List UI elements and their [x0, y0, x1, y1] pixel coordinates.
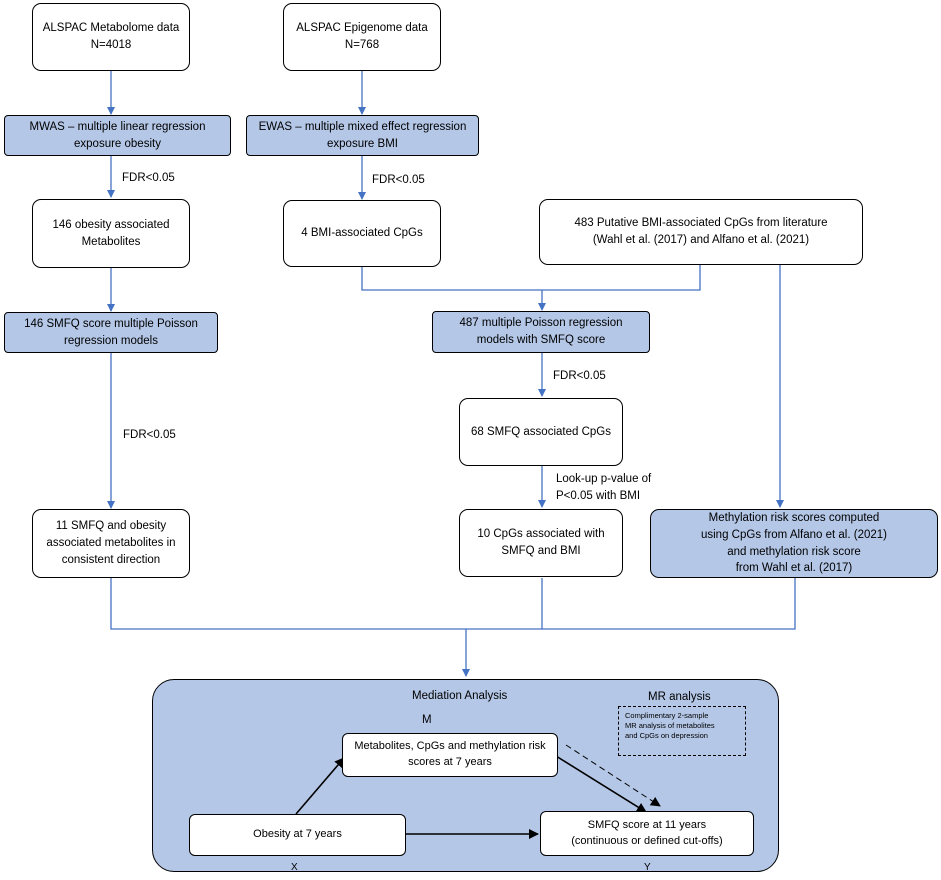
- arrow-mediator-to-outcome: [555, 755, 647, 813]
- box-line: 146 obesity associated: [52, 218, 170, 231]
- box-line: ALSPAC Epigenome data: [296, 22, 428, 35]
- label-fdr-ewas: FDR<0.05: [372, 174, 425, 186]
- box-poisson-487: 487 multiple Poisson regression models w…: [432, 311, 650, 353]
- box-line: 68 SMFQ associated CpGs: [471, 425, 611, 438]
- label-line: P<0.05 with BMI: [556, 490, 641, 503]
- label-line: Look-up p-value of: [556, 473, 652, 485]
- box-line: (Wahl et al. (2017) and Alfano et al. (2…: [592, 234, 810, 246]
- box-line: 10 CpGs associated with: [477, 528, 605, 541]
- box-line: SMFQ score at 11 years: [587, 818, 707, 831]
- box-line: 146 SMFQ score multiple Poisson: [24, 317, 198, 330]
- mr-analysis-title: MR analysis: [648, 691, 711, 703]
- box-line: N=4018: [90, 39, 132, 51]
- box-line: using CpGs from Alfano et al. (2021): [700, 528, 887, 541]
- box-line: and methylation risk score: [727, 545, 861, 558]
- box-line: scores at 7 years: [408, 756, 492, 768]
- box-cpgs-10: 10 CpGs associated with SMFQ and BMI: [459, 509, 623, 577]
- box-methylation-risk-scores: Methylation risk scores computed using C…: [650, 509, 938, 578]
- box-line: Obesity at 7 years: [253, 828, 342, 841]
- box-line: (continuous or defined cut-offs): [571, 834, 723, 847]
- mediation-title: Mediation Analysis: [412, 690, 508, 702]
- box-alspac-metabolome: ALSPAC Metabolome data N=4018: [32, 3, 190, 71]
- box-line: EWAS – multiple mixed effect regression: [258, 120, 467, 133]
- label-fdr-mwas: FDR<0.05: [122, 172, 175, 184]
- box-line: exposure obesity: [74, 137, 161, 150]
- box-smfq-68: 68 SMFQ associated CpGs: [459, 398, 623, 466]
- mr-line: Complimentary 2-sample: [625, 711, 709, 720]
- box-mediator: Metabolites, CpGs and methylation risk s…: [342, 733, 558, 777]
- mr-analysis-box: Complimentary 2-sample MR analysis of me…: [618, 706, 746, 756]
- box-alspac-epigenome: ALSPAC Epigenome data N=768: [283, 3, 441, 71]
- box-line: Methylation risk scores computed: [708, 512, 880, 525]
- box-line: N=768: [344, 39, 380, 51]
- box-metabolites-11: 11 SMFQ and obesity associated metabolit…: [32, 509, 190, 578]
- box-line: Metabolites, CpGs and methylation risk: [354, 740, 546, 753]
- box-poisson-146: 146 SMFQ score multiple Poisson regressi…: [4, 312, 218, 353]
- arrow-mr-dashed: [565, 744, 661, 807]
- box-line: exposure BMI: [327, 137, 398, 150]
- exposure-letter: X: [291, 862, 298, 873]
- merge-bottom: [110, 578, 796, 630]
- arrow-exposure-to-mediator: [295, 757, 345, 815]
- box-obesity-metabolites: 146 obesity associated Metabolites: [32, 199, 190, 268]
- box-line: 487 multiple Poisson regression: [459, 317, 623, 330]
- box-line: 4 BMI-associated CpGs: [301, 227, 423, 240]
- mr-line: and CpGs on depression: [625, 731, 708, 741]
- outcome-letter: Y: [644, 862, 651, 873]
- mediator-letter: M: [422, 714, 432, 726]
- box-ewas: EWAS – multiple mixed effect regression …: [246, 115, 479, 156]
- box-putative-cpgs: 483 Putative BMI-associated CpGs from li…: [539, 199, 863, 265]
- box-bmi-cpgs: 4 BMI-associated CpGs: [283, 200, 441, 267]
- box-outcome: SMFQ score at 11 years (continuous or de…: [540, 811, 754, 856]
- box-line: 11 SMFQ and obesity: [55, 520, 167, 533]
- label-lookup: Look-up p-value of P<0.05 with BMI: [556, 471, 651, 506]
- box-line: Metabolites: [81, 235, 141, 248]
- mr-line: MR analysis of metabolites: [625, 721, 715, 731]
- box-line: from Wahl et al. (2017): [735, 562, 853, 575]
- box-line: SMFQ and BMI: [501, 545, 581, 557]
- box-exposure: Obesity at 7 years: [189, 814, 406, 856]
- merge-cpgs-and-putative: [361, 265, 701, 291]
- box-line: consistent direction: [61, 553, 161, 566]
- box-line: ALSPAC Metabolome data: [42, 22, 180, 35]
- box-line: models with SMFQ score: [476, 334, 606, 346]
- box-line: associated metabolites in: [46, 537, 176, 550]
- box-line: regression models: [64, 334, 158, 347]
- box-line: MWAS – multiple linear regression: [29, 120, 206, 133]
- box-mwas: MWAS – multiple linear regression exposu…: [4, 115, 231, 156]
- label-fdr-poisson487: FDR<0.05: [553, 370, 606, 382]
- box-line: 483 Putative BMI-associated CpGs from li…: [574, 217, 828, 230]
- label-fdr-poisson146: FDR<0.05: [123, 429, 176, 441]
